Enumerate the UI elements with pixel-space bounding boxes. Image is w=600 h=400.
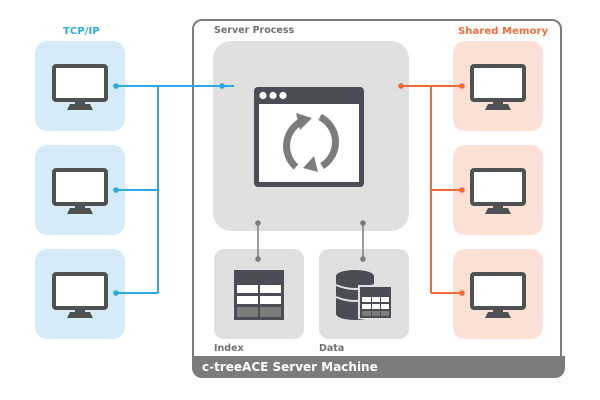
server-process-label: Server Process: [214, 25, 295, 36]
index-table-icon: [234, 270, 284, 320]
monitor-icon: [470, 64, 526, 110]
server-machine-label: c-treeACE Server Machine: [192, 356, 565, 378]
shared-memory-title: Shared Memory: [458, 26, 549, 37]
data-label: Data: [319, 343, 345, 354]
store-connector-dots: [255, 220, 366, 262]
tcp-client-1: [35, 41, 125, 131]
shm-connectors: [400, 85, 462, 294]
tcp-ip-title: TCP/IP: [63, 26, 100, 37]
monitor-icon: [470, 272, 526, 318]
tcp-connectors: [116, 85, 234, 294]
monitor-icon: [52, 272, 108, 318]
sync-window-icon: [254, 87, 364, 187]
shm-client-2: [453, 145, 543, 235]
tcp-client-2: [35, 145, 125, 235]
shm-client-3: [453, 249, 543, 339]
tcp-client-3: [35, 249, 125, 339]
store-connectors: [257, 223, 364, 259]
tcp-connector-dots: [113, 83, 225, 296]
shm-connector-dots: [398, 83, 465, 296]
monitor-icon: [470, 168, 526, 214]
monitor-icon: [52, 64, 108, 110]
index-label: Index: [214, 343, 244, 354]
shm-client-1: [453, 41, 543, 131]
database-table-icon: [335, 270, 392, 320]
monitor-icon: [52, 168, 108, 214]
